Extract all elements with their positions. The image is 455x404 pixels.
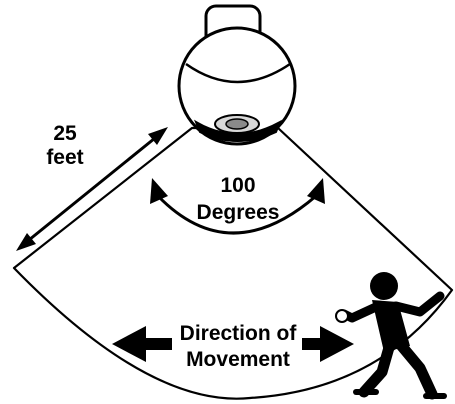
distance-double-arrow-icon: [16, 127, 168, 251]
distance-value: 25: [53, 122, 77, 145]
detection-zone: [12, 126, 454, 400]
angle-unit: Degrees: [197, 201, 280, 224]
movement-double-arrow-icon: [112, 326, 354, 362]
distance-unit: feet: [46, 146, 83, 169]
movement-label-line1: Direction of: [180, 322, 298, 345]
movement-label-line2: Movement: [186, 348, 290, 371]
curved-double-arrow-icon: [150, 178, 325, 235]
left-arrow: [112, 326, 172, 362]
angle-value: 100: [220, 174, 255, 197]
right-arrow: [302, 326, 354, 362]
motion-sensor-icon: [177, 4, 297, 146]
walking-person-icon: [335, 272, 447, 400]
